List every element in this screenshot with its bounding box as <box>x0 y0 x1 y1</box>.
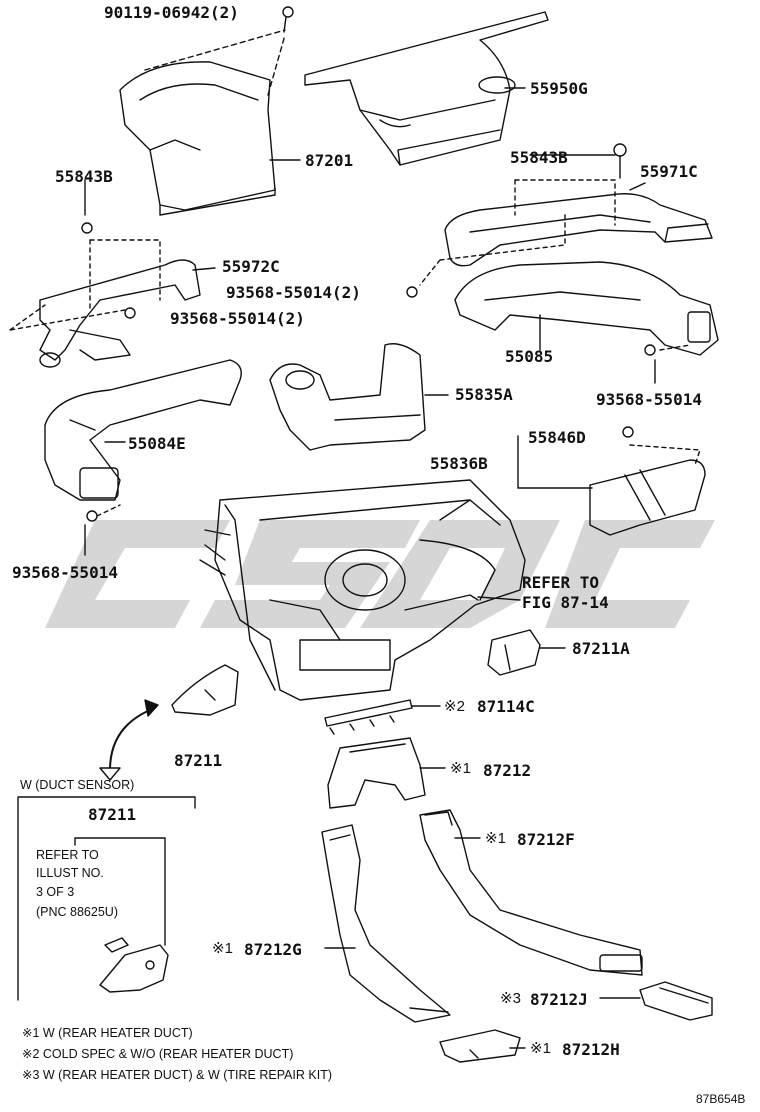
inset-note-line-3: 3 OF 3 <box>36 885 75 899</box>
leader-55971C <box>514 179 616 226</box>
label-55843B-right: 55843B <box>510 148 568 167</box>
part-87201-shape <box>119 61 276 216</box>
leader-55972C-line <box>192 267 216 271</box>
label-87211: 87211 <box>174 751 223 770</box>
part-87212F-shape <box>419 809 643 976</box>
part-55972C-shape <box>39 259 201 368</box>
inset-bracket <box>74 837 166 946</box>
label-87212J: 87212J <box>530 990 588 1009</box>
label-87201: 87201 <box>305 151 354 170</box>
part-87211A-shape <box>487 629 541 676</box>
part-55971C-shape <box>444 193 713 267</box>
leader-55972C <box>89 239 161 311</box>
label-93568-55014-2-right: 93568-55014(2) <box>226 283 361 302</box>
inset-title: W (DUCT SENSOR) <box>20 778 135 792</box>
bolt-55084E-icon <box>86 510 98 522</box>
label-55084E: 55084E <box>128 434 186 453</box>
clip-55843B-right-icon <box>613 143 627 157</box>
legend-note-2: ※2 COLD SPEC & W/O (REAR HEATER DUCT) <box>22 1047 294 1061</box>
mark-87212F: ※1 <box>485 830 506 847</box>
label-87211A: 87211A <box>572 639 630 658</box>
watermark-logo <box>45 520 715 628</box>
leader-55836B-line <box>517 435 593 489</box>
clip-55843B-left-icon <box>81 222 93 234</box>
part-87212J-shape <box>639 981 713 1021</box>
legend-note-1: ※1 W (REAR HEATER DUCT) <box>22 1026 193 1040</box>
legend-note-3: ※3 W (REAR HEATER DUCT) & W (TIRE REPAIR… <box>22 1068 333 1082</box>
leader-refer-fig <box>477 596 521 601</box>
mark-87212: ※1 <box>450 760 471 777</box>
inset-note-line-4: (PNC 88625U) <box>36 905 118 919</box>
figure-code: 87B654B <box>696 1092 746 1106</box>
label-55846D: 55846D <box>528 428 586 447</box>
label-87212F: 87212F <box>517 830 575 849</box>
label-93568-55014-right: 93568-55014 <box>596 390 702 409</box>
leader-55846D <box>629 444 701 466</box>
label-refer-to: REFER TO <box>522 573 600 592</box>
bolt-shank <box>283 16 287 33</box>
part-55836B-shape <box>589 459 706 536</box>
label-55972C: 55972C <box>222 257 280 276</box>
part-87211-shape <box>171 664 239 716</box>
inset-part-label: 87211 <box>88 805 137 824</box>
label-87212H: 87212H <box>562 1040 620 1059</box>
label-55971C: 55971C <box>640 162 698 181</box>
mark-87212H: ※1 <box>530 1040 551 1057</box>
leader-55971C-b <box>419 214 566 286</box>
bolt-55085-icon <box>644 344 656 356</box>
mark-87212J: ※3 <box>500 990 521 1007</box>
arrow-87211-tail <box>99 767 121 781</box>
part-87212-shape <box>327 737 426 809</box>
part-heater-unit-shape <box>199 479 526 701</box>
mark-87212G: ※1 <box>212 940 233 957</box>
label-90119-06942: 90119-06942(2) <box>104 3 239 22</box>
inset-note-line-2: ILLUST NO. <box>36 866 104 880</box>
label-87212: 87212 <box>483 761 532 780</box>
label-93568-55014-left: 93568-55014 <box>12 563 118 582</box>
part-87212H-shape <box>439 1029 521 1063</box>
leader-55972C-b <box>9 304 126 331</box>
leader-bolt-55085 <box>659 344 691 351</box>
part-87114C-shape <box>324 699 413 735</box>
part-55835A-shape <box>269 343 426 451</box>
label-55843B-left: 55843B <box>55 167 113 186</box>
label-55085: 55085 <box>505 347 554 366</box>
part-55085-shape <box>454 261 719 356</box>
leader-bolt-55084E <box>96 504 121 517</box>
part-55950G-shape <box>304 11 549 166</box>
label-fig-87-14: FIG 87-14 <box>522 593 609 612</box>
leader-55971C-line <box>629 182 646 191</box>
label-55950G: 55950G <box>530 79 588 98</box>
label-55836B: 55836B <box>430 454 488 473</box>
leader-90119 <box>144 29 286 96</box>
clip-55846D-icon <box>622 426 634 438</box>
bolt-93568-right2-icon <box>406 286 418 298</box>
label-55835A: 55835A <box>455 385 513 404</box>
part-87212G-shape <box>321 824 451 1023</box>
part-55084E-shape <box>44 359 242 501</box>
inset-part-shape <box>99 937 169 993</box>
mark-87114C: ※2 <box>444 698 465 715</box>
label-87212G: 87212G <box>244 940 302 959</box>
bolt-90119-icon <box>282 6 294 18</box>
label-93568-55014-2-left: 93568-55014(2) <box>170 309 305 328</box>
label-87114C: 87114C <box>477 697 535 716</box>
inset-note-line-1: REFER TO <box>36 848 99 862</box>
inset-frame <box>17 796 196 1001</box>
arrow-87211 <box>109 707 156 771</box>
arrow-87211-head <box>144 699 159 717</box>
bolt-93568-left2-icon <box>124 307 136 319</box>
